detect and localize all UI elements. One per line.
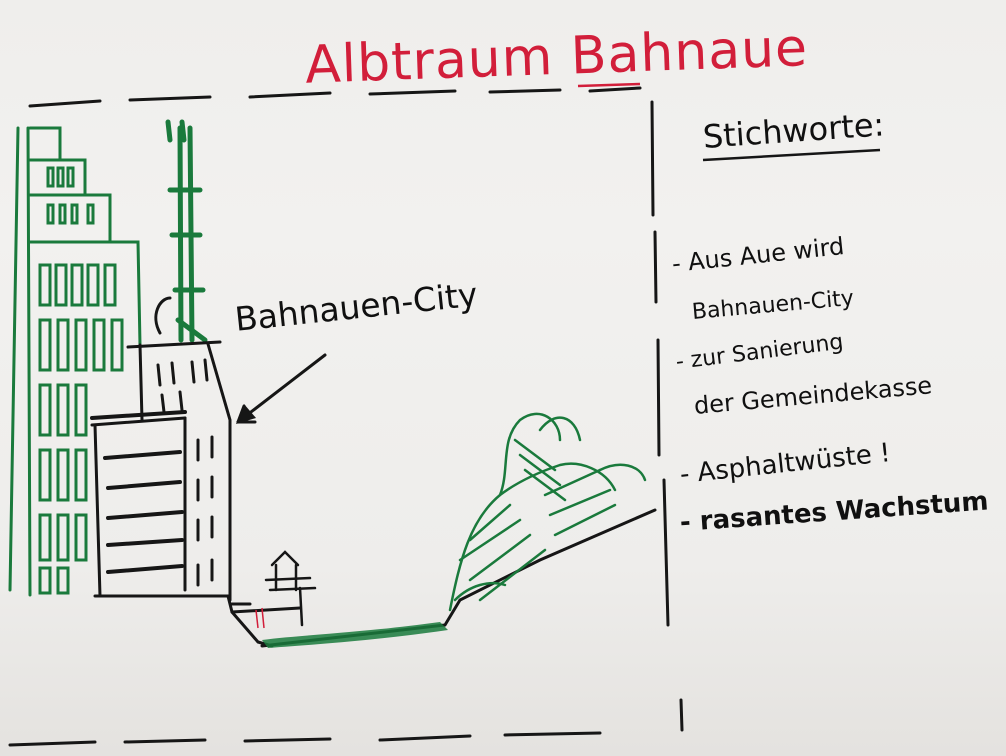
bottom-dashed-border <box>8 731 602 747</box>
title-underline <box>577 82 641 88</box>
arrow-to-city <box>236 353 327 424</box>
green-skyscraper <box>8 126 142 597</box>
red-ladder <box>255 607 265 629</box>
black-front-building <box>90 410 230 598</box>
green-tower <box>165 119 208 343</box>
top-dashed-border <box>28 86 642 108</box>
black-midrise <box>126 296 232 602</box>
vertical-divider <box>650 100 684 732</box>
stream <box>262 622 448 648</box>
small-hut <box>264 550 317 627</box>
arrow-head <box>236 404 256 424</box>
stichworte-underline <box>702 148 881 162</box>
green-trees <box>448 412 647 612</box>
